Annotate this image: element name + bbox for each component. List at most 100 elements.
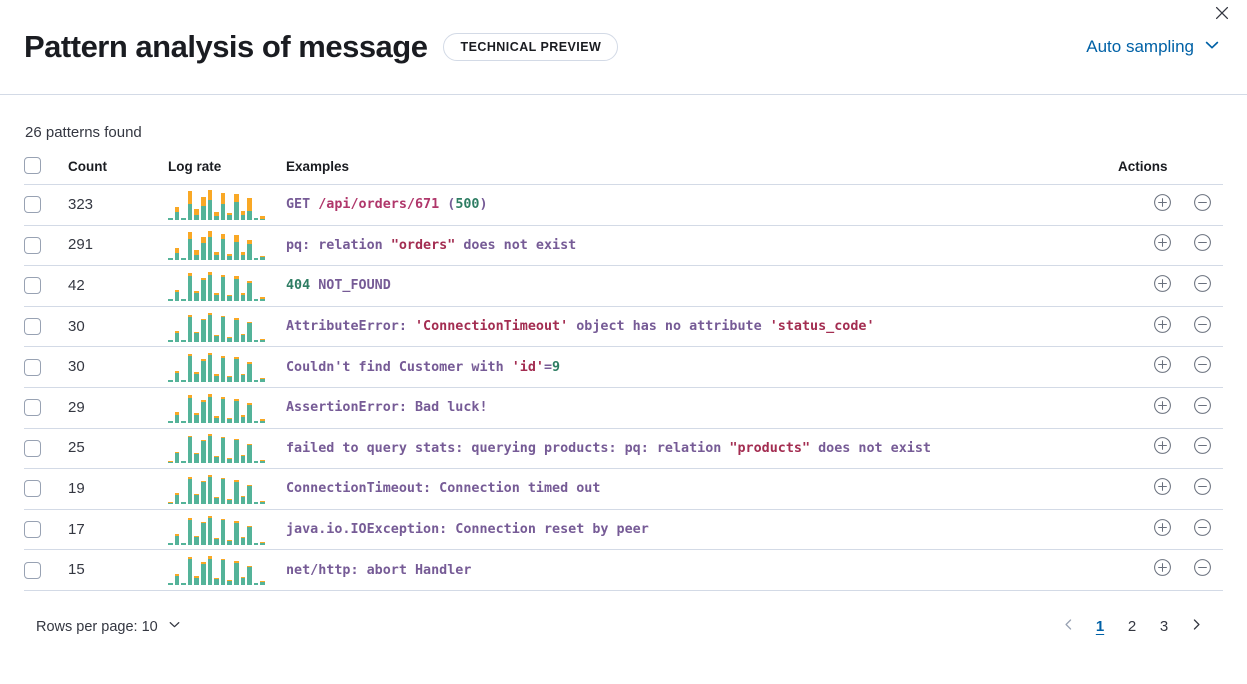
plus-in-circle-icon (1153, 396, 1172, 420)
row-checkbox[interactable] (24, 399, 41, 417)
spark-bar (233, 398, 239, 423)
filter-for-value-button[interactable] (1151, 234, 1173, 256)
spark-bar (240, 252, 246, 261)
count-cell: 19 (68, 469, 168, 510)
column-header-examples: Examples (286, 159, 350, 174)
filter-for-value-button[interactable] (1151, 193, 1173, 216)
spark-bar (240, 577, 246, 586)
spark-bar (207, 189, 213, 220)
log-rate-sparkline (168, 189, 265, 220)
spark-bar (181, 339, 186, 342)
filter-for-value-button[interactable] (1151, 315, 1173, 338)
spark-bar (220, 396, 226, 423)
filter-out-value-button[interactable] (1191, 234, 1213, 256)
spark-bar (200, 521, 206, 545)
row-checkbox[interactable] (24, 521, 41, 539)
spark-bar (253, 380, 259, 383)
filter-out-value-button[interactable] (1191, 193, 1213, 216)
filter-out-value-button[interactable] (1191, 559, 1213, 581)
spark-bar (227, 254, 232, 261)
pagination-next-button[interactable] (1182, 613, 1210, 641)
table-row[interactable]: 42 404 NOT_FOUND (24, 266, 1223, 307)
spark-bar (181, 501, 186, 504)
row-checkbox[interactable] (24, 318, 41, 336)
count-value: 29 (68, 398, 85, 416)
count-cell: 323 (68, 185, 168, 226)
row-checkbox[interactable] (24, 236, 41, 254)
spark-bar (247, 525, 252, 545)
filter-out-value-button[interactable] (1191, 315, 1213, 338)
example-text: 404 NOT_FOUND (286, 278, 391, 294)
count-value: 17 (68, 520, 85, 538)
pagination-page-2[interactable]: 2 (1127, 618, 1137, 636)
select-all-checkbox[interactable] (24, 157, 41, 174)
row-checkbox[interactable] (24, 358, 41, 376)
spark-bar (253, 217, 259, 220)
filter-for-value-button[interactable] (1151, 518, 1173, 541)
example-cell: pq: relation "orders" does not exist (286, 225, 1118, 266)
spark-bar (227, 580, 232, 586)
spark-bar (227, 539, 232, 545)
spark-bar (187, 314, 193, 342)
filter-for-value-button[interactable] (1151, 396, 1173, 420)
filter-for-value-button[interactable] (1151, 559, 1173, 581)
rows-per-page-selector[interactable]: Rows per page: 10 (36, 617, 182, 636)
filter-out-value-button[interactable] (1191, 396, 1213, 419)
filter-out-value-button[interactable] (1191, 356, 1213, 378)
row-checkbox[interactable] (24, 561, 41, 579)
spark-bar (253, 339, 259, 342)
filter-out-value-button[interactable] (1191, 478, 1213, 500)
page-title: Pattern analysis of message (24, 29, 428, 65)
spark-bar (174, 574, 180, 586)
spark-bar (200, 196, 206, 220)
log-rate-sparkline (168, 393, 265, 423)
pagination-page-3[interactable]: 3 (1159, 618, 1169, 636)
pagination-previous-button[interactable] (1054, 613, 1082, 641)
title-group: Pattern analysis of message TECHNICAL PR… (24, 28, 1086, 65)
spark-bar (220, 559, 226, 586)
spark-bar (187, 394, 193, 423)
spark-bar (260, 296, 265, 301)
row-checkbox[interactable] (24, 480, 41, 498)
auto-sampling-dropdown[interactable]: Auto sampling (1086, 36, 1223, 59)
chevron-down-icon (1203, 36, 1221, 59)
plus-in-circle-icon (1153, 477, 1172, 501)
spark-bar (247, 484, 252, 504)
row-select-cell (24, 509, 68, 550)
row-checkbox[interactable] (24, 196, 41, 214)
filter-for-value-button[interactable] (1151, 437, 1173, 459)
filter-for-value-button[interactable] (1151, 356, 1173, 378)
filter-for-value-button[interactable] (1151, 275, 1173, 297)
pagination-page-1[interactable]: 1 (1095, 618, 1105, 636)
spark-bar (247, 240, 252, 261)
filter-out-value-button[interactable] (1191, 275, 1213, 297)
row-checkbox[interactable] (24, 439, 41, 457)
spark-bar (233, 275, 239, 301)
spark-bar (260, 581, 265, 586)
spark-bar (181, 420, 186, 423)
log-rate-cell (168, 469, 286, 510)
count-cell: 42 (68, 266, 168, 307)
close-button[interactable] (1209, 2, 1235, 28)
spark-bar (174, 452, 180, 464)
log-rate-sparkline (168, 271, 265, 301)
spark-bar (181, 542, 186, 545)
row-select-cell (24, 347, 68, 388)
filter-out-value-button[interactable] (1191, 437, 1213, 459)
filter-for-value-button[interactable] (1151, 478, 1173, 500)
row-checkbox[interactable] (24, 277, 41, 295)
filter-out-value-button[interactable] (1191, 518, 1213, 541)
actions-cell (1118, 509, 1223, 550)
row-select-cell (24, 469, 68, 510)
spark-bar (174, 492, 180, 504)
